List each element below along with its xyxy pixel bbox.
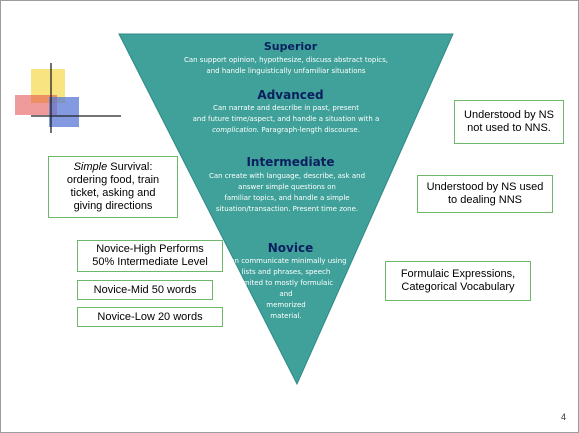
desc-line: material. [270,312,302,320]
understood-by-ns-used-box: Understood by NS used to dealing NNS [417,175,553,213]
level-desc-superior: Can support opinion, hypothesize, discus… [151,55,421,77]
survival-word: Survival: [107,161,153,173]
desc-line: and [279,290,293,298]
box-line: to dealing NNS [447,194,522,206]
level-desc-novice: Can communicate minimally using lists an… [211,256,361,322]
desc-line: Can narrate and describe in past, presen… [213,104,359,112]
level-desc-intermediate: Can create with language, describe, ask … [187,171,387,215]
box-line: 50% Intermediate Level [92,256,208,268]
box-line: Formulaic Expressions, [400,268,516,280]
box-line: Novice-Mid 50 words [93,283,197,296]
formulaic-expressions-box: Formulaic Expressions, Categorical Vocab… [385,261,531,301]
novice-mid-box: Novice-Mid 50 words [77,280,213,300]
desc-line: lists and phrases, speech [241,268,331,276]
desc-line: Can support opinion, hypothesize, discus… [183,56,389,64]
box-line: Novice-High Performs [96,243,204,255]
box-line: ordering food, train [66,174,160,186]
desc-line: situation/transaction. Present time zone… [215,205,359,213]
level-title-advanced: Advanced [257,88,324,102]
box-line: Simple Survival: [67,161,159,174]
box-line: not used to NNS. [467,122,551,134]
desc-line: complication. Paragraph-length discourse… [212,126,360,134]
box-line: Novice-Low 20 words [97,310,203,323]
desc-line: Can communicate minimally using [225,257,347,265]
desc-line: familiar topics, and handle a simple [224,194,350,202]
box-line: Understood by NS [464,109,554,121]
level-title-novice: Novice [267,241,314,255]
box-line: giving directions [73,200,153,212]
desc-line: memorized [266,301,306,309]
level-desc-advanced: Can narrate and describe in past, presen… [161,103,411,136]
desc-line: and future time/aspect, and handle a sit… [192,115,380,123]
page-number: 4 [560,412,566,422]
level-title-intermediate: Intermediate [246,155,335,169]
simple-word: Simple [73,161,108,173]
understood-by-ns-not-used-box: Understood by NS not used to NNS. [454,100,564,144]
novice-low-box: Novice-Low 20 words [77,307,223,327]
desc-line: and handle linguistically unfamiliar sit… [206,67,366,75]
simple-survival-box: Simple Survival: ordering food, train ti… [48,156,178,218]
desc-line: answer simple questions on [238,183,336,191]
box-line: Understood by NS used [426,181,544,193]
decorative-logo [13,63,123,143]
desc-line: limited to mostly formulaic [238,279,334,287]
box-line: ticket, asking and [70,187,156,199]
novice-high-box: Novice-High Performs 50% Intermediate Le… [77,240,223,272]
desc-line: Can create with language, describe, ask … [208,172,366,180]
box-line: Categorical Vocabulary [401,281,515,293]
level-title-superior: Superior [263,40,318,53]
